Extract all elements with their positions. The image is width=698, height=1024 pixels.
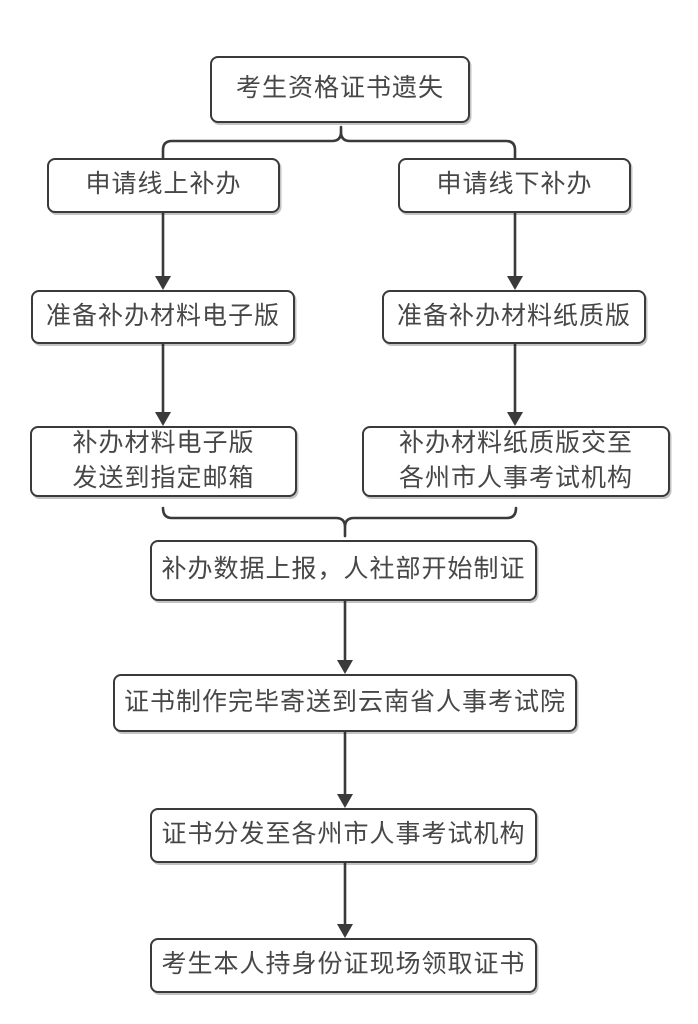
flow-node-certificate-made: 证书制作完毕寄送到云南省人事考试院 (113, 674, 577, 732)
flow-node-send-email: 补办材料电子版 发送到指定邮箱 (30, 426, 297, 497)
flow-node-submit-paper: 补办材料纸质版交至 各州市人事考试机构 (362, 426, 670, 497)
arrow-online-to-prepare (155, 213, 171, 290)
arrow-made-to-distribute (337, 732, 353, 808)
flow-node-start: 考生资格证书遗失 (210, 56, 470, 123)
arrow-prepare-to-submit (507, 344, 523, 426)
flow-node-apply-online: 申请线上补办 (47, 158, 280, 213)
connector-split-brace (161, 125, 517, 160)
arrow-offline-to-prepare (507, 213, 523, 290)
flow-node-collect: 考生本人持身份证现场领取证书 (150, 938, 537, 993)
flow-node-prepare-electronic: 准备补办材料电子版 (31, 290, 295, 344)
arrow-prepare-to-email (155, 344, 171, 426)
flow-node-report-data: 补办数据上报，人社部开始制证 (150, 540, 537, 601)
flow-node-apply-offline: 申请线下补办 (398, 158, 631, 213)
connector-merge-brace (161, 506, 518, 538)
flow-node-distribute: 证书分发至各州市人事考试机构 (150, 808, 537, 863)
arrow-report-to-made (337, 601, 353, 674)
arrow-distribute-to-collect (337, 863, 353, 938)
flow-node-prepare-paper: 准备补办材料纸质版 (382, 290, 646, 344)
